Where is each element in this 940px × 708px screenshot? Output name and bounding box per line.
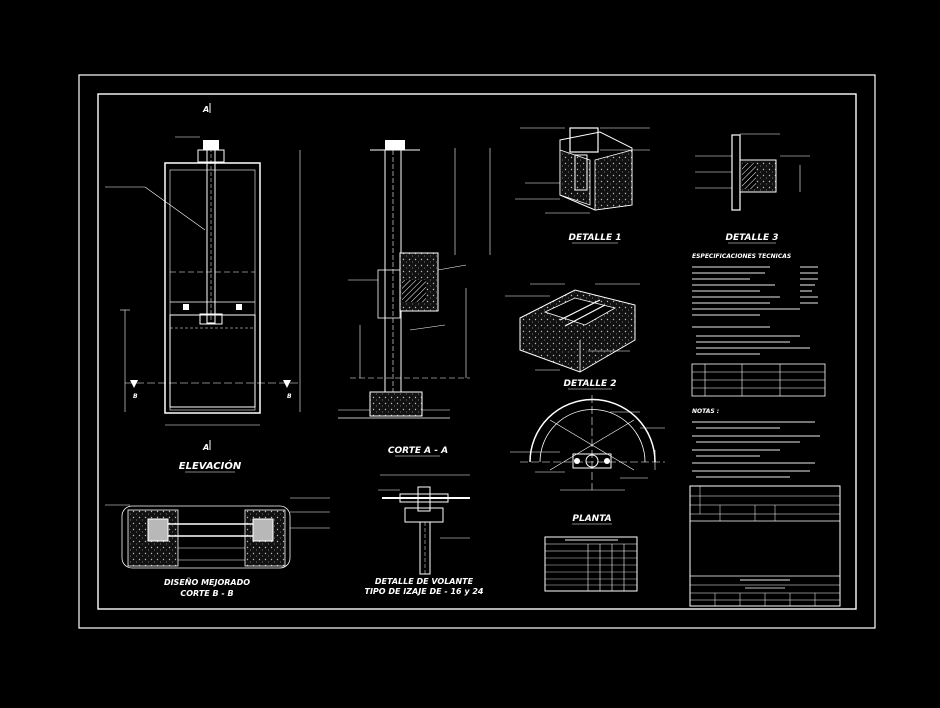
detail-1-title: DETALLE 1	[568, 233, 621, 243]
marker-b-left: B	[133, 393, 138, 400]
detail-2-title: DETALLE 2	[563, 379, 616, 389]
inner-frame	[97, 93, 857, 610]
handwheel-title-line2: TIPO DE IZAJE DE - 16 y 24	[364, 587, 483, 596]
section-bb-view: DISEÑO MEJORADO CORTE B - B	[105, 497, 330, 598]
marker-b-right: B	[287, 393, 292, 400]
plan-title: PLANTA	[572, 514, 611, 524]
notes-title: NOTAS :	[692, 408, 719, 415]
elevation-title: ELEVACIÓN	[179, 459, 242, 472]
section-aa-view: CORTE A - A	[338, 140, 491, 457]
section-marker-top: A	[202, 105, 209, 114]
detail-3-title: DETALLE 3	[725, 233, 778, 243]
detail-3-view: DETALLE 3	[695, 133, 810, 244]
specs-title: ESPECIFICACIONES TECNICAS	[692, 253, 791, 260]
handwheel-detail-view: DETALLE DE VOLANTE TIPO DE IZAJE DE - 16…	[364, 474, 484, 596]
outer-frame	[78, 74, 876, 629]
detail-2-view: DETALLE 2	[505, 283, 640, 390]
section-aa-title: CORTE A - A	[388, 446, 448, 456]
section-bb-title-line1: DISEÑO MEJORADO	[164, 577, 250, 587]
handwheel-title-line1: DETALLE DE VOLANTE	[375, 577, 474, 586]
notes-lines	[692, 421, 820, 478]
section-bb-title-line2: CORTE B - B	[180, 589, 233, 598]
plan-view: PLANTA	[510, 395, 665, 525]
specs-lines	[692, 266, 818, 316]
coating-table	[691, 363, 826, 397]
surface-treatment-lines	[692, 326, 810, 355]
materials-table	[544, 536, 638, 592]
section-marker-bottom: A	[202, 443, 209, 452]
detail-1-view: DETALLE 1	[515, 127, 650, 244]
notes-block: ESPECIFICACIONES TECNICAS	[691, 253, 826, 478]
elevation-view: A A B B ELEVACIÓN	[105, 103, 301, 473]
title-block	[689, 485, 841, 607]
